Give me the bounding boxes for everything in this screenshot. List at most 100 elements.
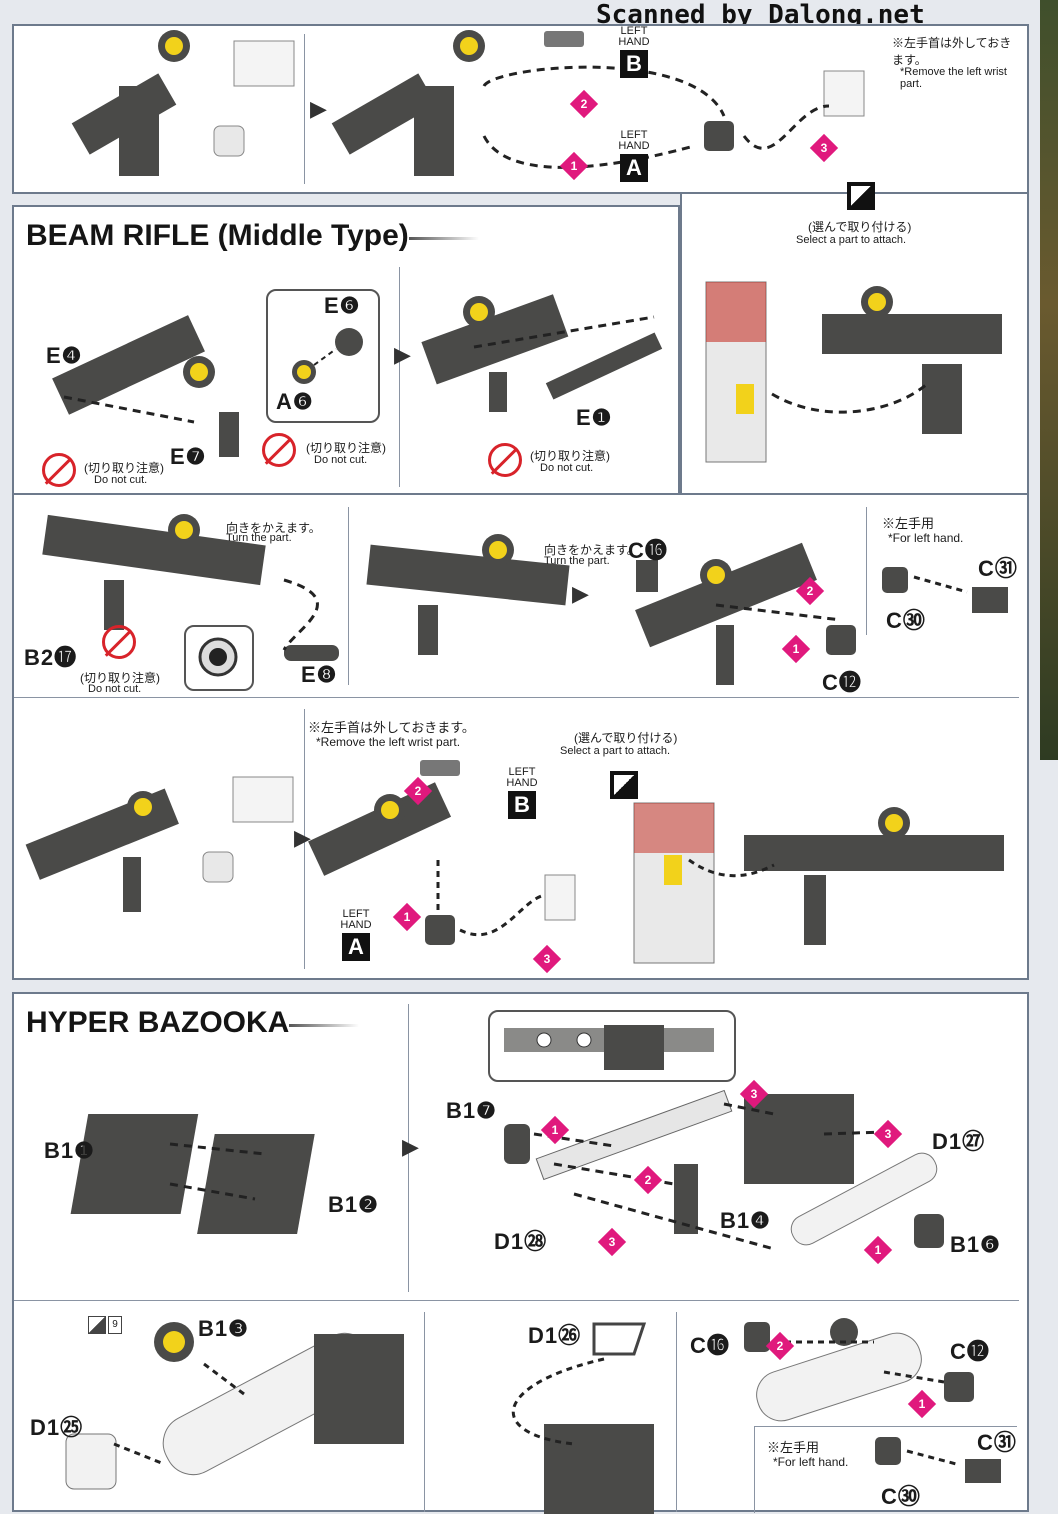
rifle-grip-attach-illustration <box>635 542 856 685</box>
left-hand-variant-box: ※左手用 *For left hand. C㉛ C㉚ <box>870 507 1020 635</box>
left-hand-grip-parts <box>875 1437 1001 1483</box>
wrist-removal-illustration <box>71 30 295 176</box>
step-marker: 2 <box>765 1331 795 1361</box>
beam-rifle-barrel-illustration <box>421 294 663 412</box>
donotcut-jp: (切り取り注意) <box>84 461 164 475</box>
part-code-e6: E❻ <box>324 293 361 318</box>
step-marker: 3 <box>739 1079 769 1109</box>
part-code-d128: D1㉘ <box>494 1229 548 1254</box>
robot-arm-rifle-illustration <box>705 281 1002 463</box>
beam-rifle-step-panel: ▶ ▶ B2⓱ E❽ C⓰ C⓬ (切り取り注意) Do not cut. 向き… <box>12 495 1029 980</box>
rifle-left-hand-attach-illustration <box>308 760 576 945</box>
part-code-b17: B1❼ <box>446 1098 497 1123</box>
step-marker: 2 <box>633 1165 663 1195</box>
part-code-e7: E❼ <box>170 444 207 469</box>
step-marker: 1 <box>907 1389 937 1419</box>
no-cut-icon <box>42 453 76 487</box>
reference-page-number: 9 <box>108 1316 122 1334</box>
select-icon <box>610 771 638 799</box>
part-code-b13: B1❸ <box>198 1316 249 1341</box>
bazooka-body-halves-illustration <box>70 1114 315 1234</box>
left-hand-only-en: *For left hand. <box>773 1455 849 1469</box>
robot-arm-rifle-illustration <box>633 802 1004 964</box>
step-marker: 3 <box>532 944 562 974</box>
part-code-b12: B1❷ <box>328 1192 379 1217</box>
donotcut-en: Do not cut. <box>314 454 368 466</box>
step-marker: 3 <box>873 1119 903 1149</box>
remove-wrist-note-jp: ※左手首は外しておきます。 <box>308 720 475 735</box>
next-arrow: ▶ <box>310 96 327 121</box>
left-hand-only-jp: ※左手用 <box>882 516 935 531</box>
part-code-e1: E❶ <box>576 405 613 430</box>
bazooka-strap-illustration <box>511 1322 654 1514</box>
step-marker: 2 <box>403 776 433 806</box>
part-code-e4: E❹ <box>46 343 83 368</box>
rifle-wrist-removal-illustration <box>25 776 294 912</box>
left-hand-only-jp: ※左手用 <box>767 1440 820 1455</box>
step-marker: 1 <box>863 1235 893 1265</box>
part-code-c30: C㉚ <box>881 1484 921 1509</box>
no-cut-icon <box>102 625 136 659</box>
part-code-c16: C⓰ <box>628 538 668 563</box>
select-note-jp: (選んで取り付ける) <box>808 220 912 234</box>
left-hand-only-en: *For left hand. <box>888 531 964 545</box>
no-cut-icon <box>262 433 296 467</box>
donotcut-en: Do not cut. <box>88 683 142 695</box>
turn-note-en: Turn the part. <box>544 555 610 567</box>
step-marker: 1 <box>392 902 422 932</box>
left-hand-variant-box: ※左手用 *For left hand. C㉛ C㉚ <box>754 1426 1017 1513</box>
remove-wrist-note-en: *Remove the left wrist part. <box>900 66 1007 90</box>
beam-rifle-panel: BEAM RIFLE (Middle Type) ▶ E❹ E❻ A❻ E❼ E… <box>12 205 680 495</box>
bazooka-sight-and-muzzle-illustration <box>65 1322 404 1490</box>
bazooka-grip-attach-illustration <box>744 1318 974 1422</box>
donotcut-jp: (切り取り注意) <box>80 671 160 685</box>
part-code-d125: D1㉕ <box>30 1415 84 1440</box>
turn-note-jp: 向きをかえます。 <box>544 543 639 557</box>
page-edge-strip <box>1040 0 1058 760</box>
part-code-d127: D1㉗ <box>932 1129 986 1154</box>
next-arrow: ▶ <box>572 581 589 606</box>
donotcut-jp: (切り取り注意) <box>530 449 610 463</box>
donotcut-jp: (切り取り注意) <box>306 441 386 455</box>
turn-note-en: Turn the part. <box>226 532 292 544</box>
hyper-bazooka-panel: HYPER BAZOOKA ▶ B1❶ B1❷ B1❼ D1㉗ B1❹ D1㉘ … <box>12 992 1029 1514</box>
select-note-en: Select a part to attach. <box>560 745 671 757</box>
detail-callout <box>266 289 380 423</box>
remove-wrist-note-en: *Remove the left wrist part. <box>316 735 461 749</box>
select-note-jp: (選んで取り付ける) <box>574 731 678 745</box>
turn-note-jp: 向きをかえます。 <box>226 521 321 535</box>
part-code-d126: D1㉖ <box>528 1323 582 1348</box>
next-arrow: ▶ <box>294 825 311 850</box>
step-marker: 3 <box>597 1227 627 1257</box>
left-hand-attach-illustration <box>331 30 865 176</box>
part-code-b14: B1❹ <box>720 1208 771 1233</box>
part-code-e8: E❽ <box>301 662 338 687</box>
next-arrow: ▶ <box>402 1134 419 1159</box>
part-code-b217: B2⓱ <box>24 645 78 670</box>
step-marker: 1 <box>559 151 589 181</box>
section-title: BEAM RIFLE (Middle Type) <box>26 219 479 252</box>
rail-detail <box>504 1025 714 1070</box>
end-cap-detail <box>198 637 238 677</box>
bazooka-assembly-illustration <box>504 1089 944 1251</box>
part-code-b16: B1❻ <box>950 1232 1001 1257</box>
step-marker: 2 <box>795 576 825 606</box>
part-code-b11: B1❶ <box>44 1138 95 1163</box>
part-code-c16: C⓰ <box>690 1333 730 1358</box>
part-code-c31: C㉛ <box>978 556 1018 581</box>
rifle-turn-illustration <box>366 534 570 655</box>
part-code-a6: A❻ <box>276 389 314 414</box>
part-code-c12: C⓬ <box>822 670 862 695</box>
donotcut-en: Do not cut. <box>94 474 148 486</box>
part-code-c30: C㉚ <box>886 608 926 633</box>
step-marker: 1 <box>781 634 811 664</box>
rifle-end-cap-illustration <box>42 514 339 661</box>
remove-wrist-note-jp: ※左手首は外しておきます。 <box>892 36 1012 67</box>
reference-page-marker: 9 <box>88 1316 122 1334</box>
beam-rifle-body-illustration <box>52 315 239 457</box>
